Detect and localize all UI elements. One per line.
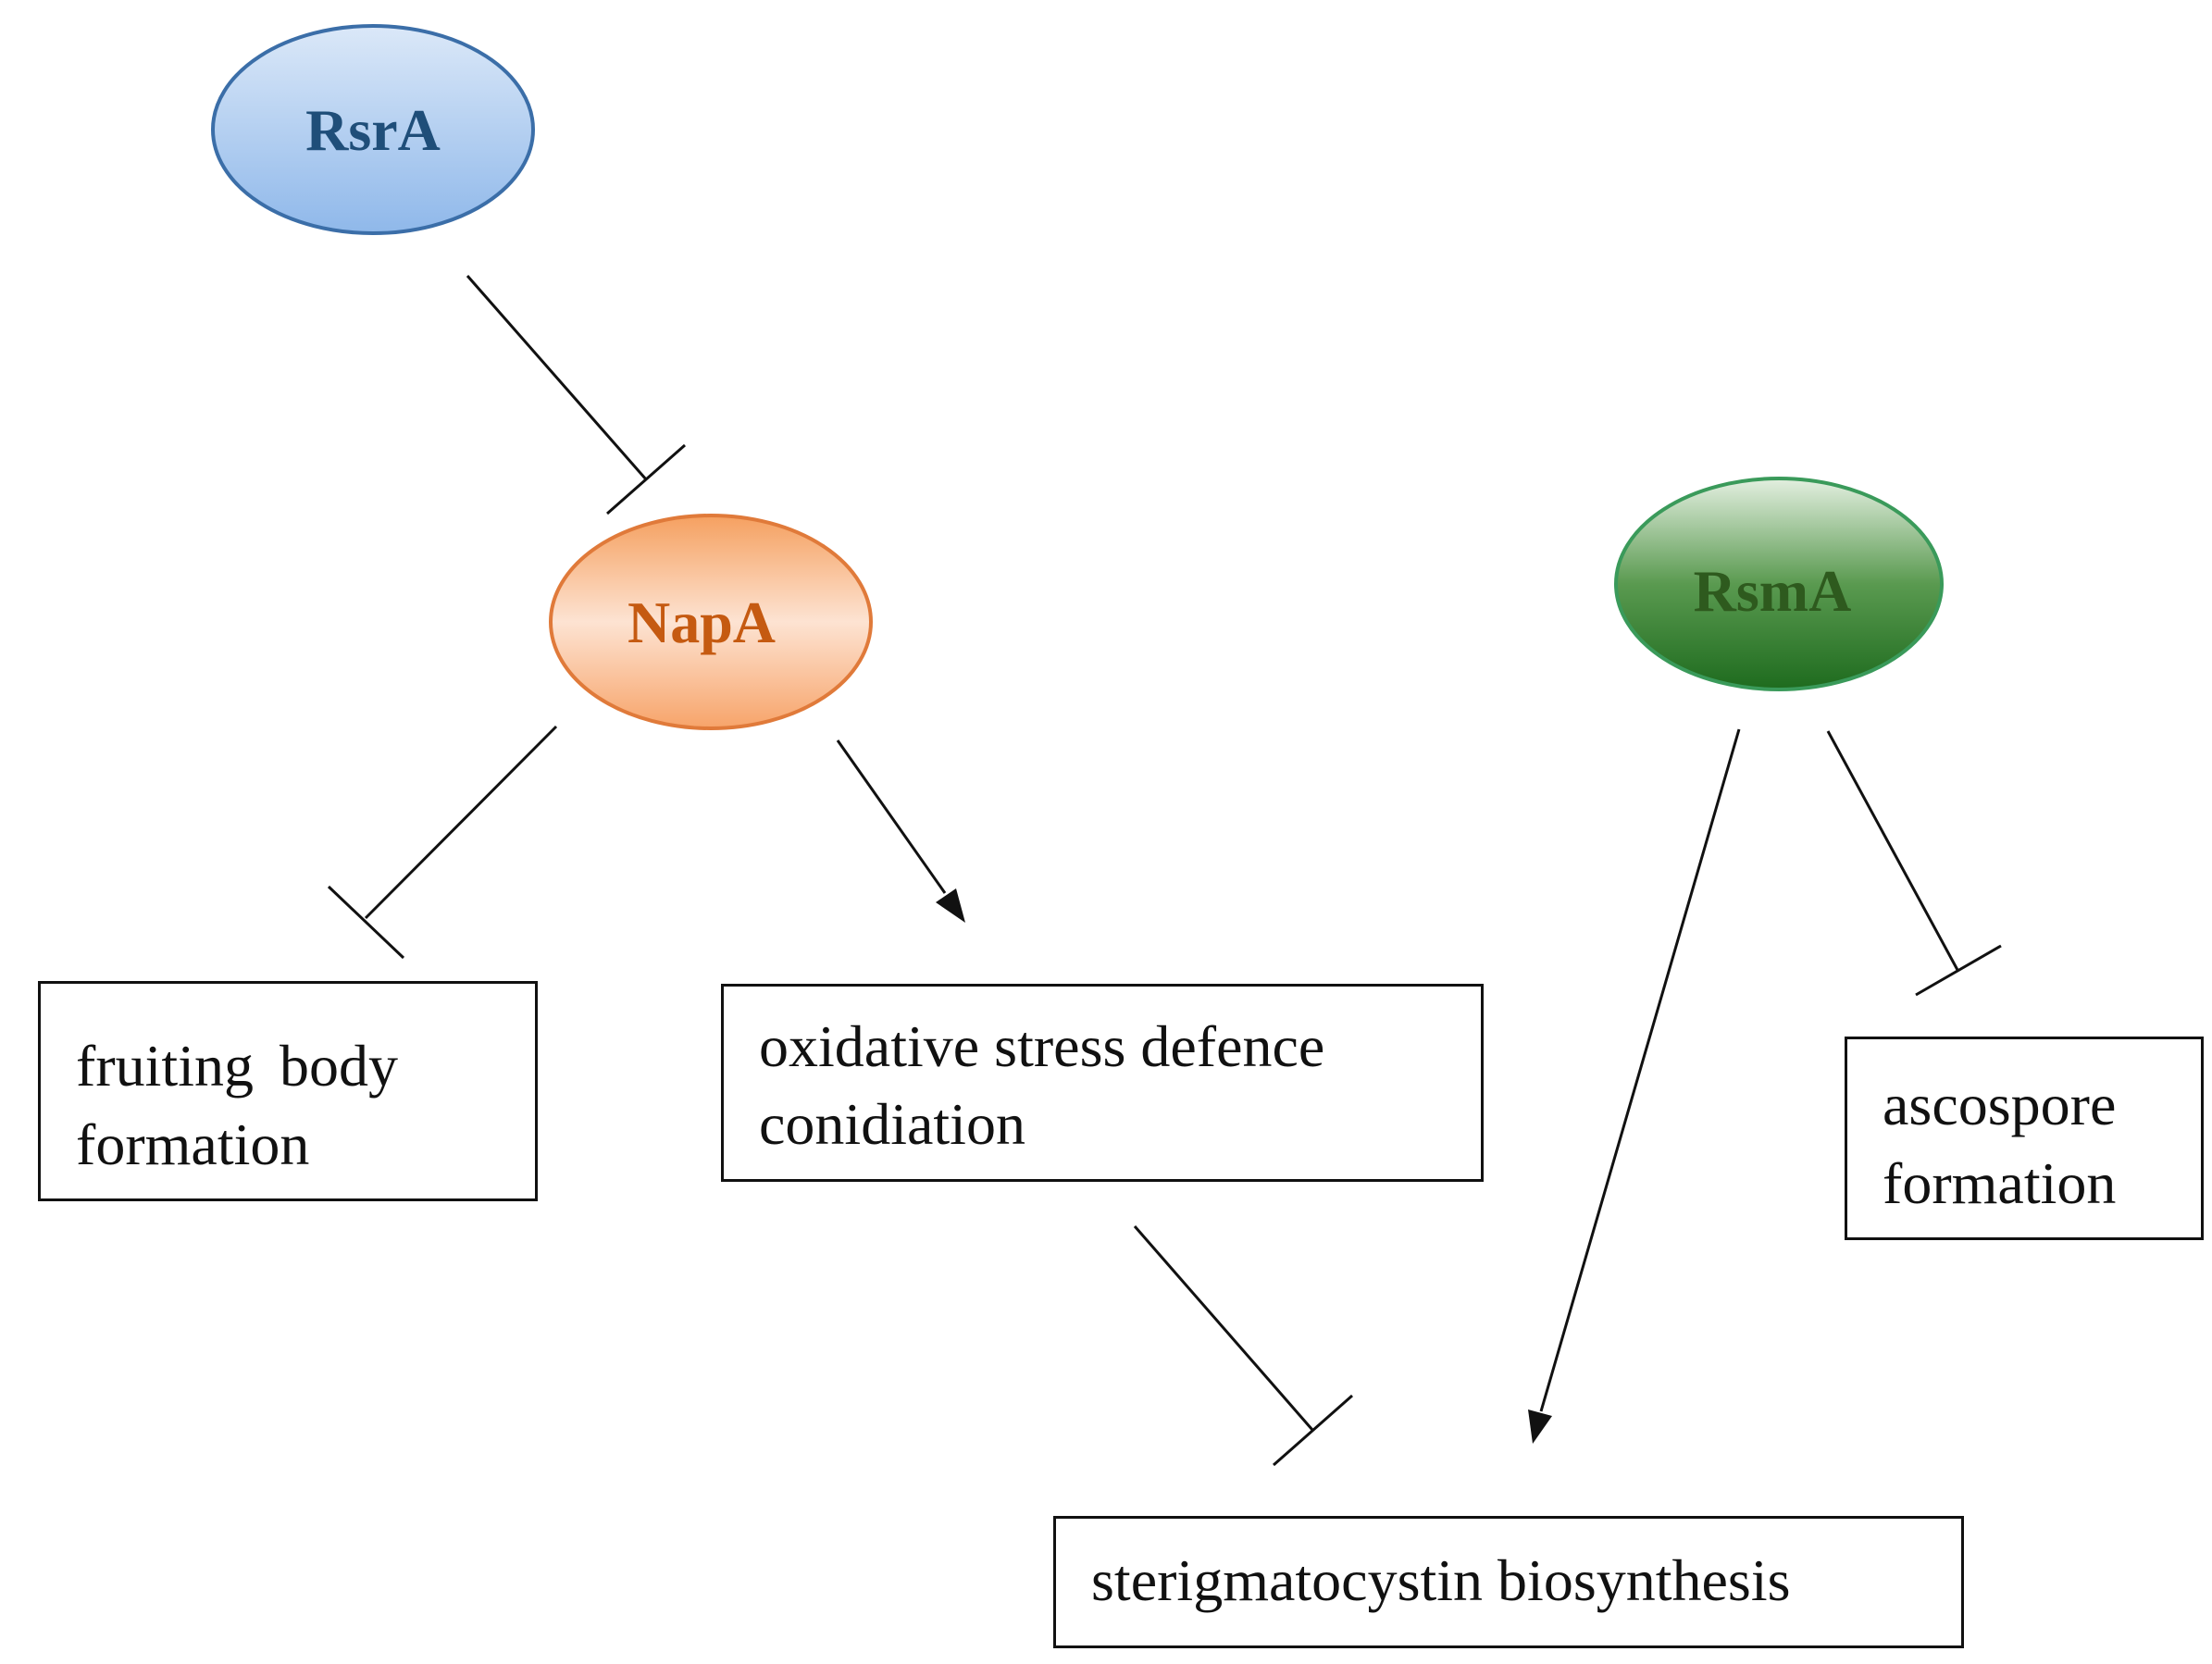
node-rsma-label: RsmA — [1694, 558, 1852, 624]
edge-oxidative-inhibits-sterigmatocystin — [1133, 1225, 1353, 1467]
edge-rsra-inhibits-napa — [466, 275, 686, 515]
edge-line — [836, 739, 947, 894]
box-oxidative-line2: conidiation — [759, 1091, 1025, 1157]
inhibition-bar — [1273, 1394, 1353, 1467]
node-napa-ellipse — [549, 514, 873, 730]
edge-line — [1826, 730, 1959, 971]
node-rsra-ellipse — [211, 24, 535, 235]
edge-napa-inhibits-fruiting — [327, 725, 558, 960]
box-oxidative-stress-conidiation: oxidative stress defence conidiation — [721, 984, 1484, 1182]
node-rsra-label: RsrA — [305, 97, 441, 163]
box-sterigmatocystin-biosynthesis: sterigmatocystin biosynthesis — [1053, 1516, 1964, 1648]
node-napa: NapA — [549, 514, 873, 730]
arrow-head — [936, 888, 965, 923]
edge-line — [466, 275, 648, 480]
box-oxidative-line1: oxidative stress defence — [759, 1013, 1325, 1079]
arrow-head — [1528, 1409, 1552, 1444]
edge-rsma-inhibits-ascospore — [1826, 730, 2002, 997]
box-sterigmatocystin-line1: sterigmatocystin biosynthesis — [1091, 1547, 1791, 1613]
box-ascospore-line2: formation — [1883, 1150, 2117, 1216]
node-napa-label: NapA — [628, 590, 776, 655]
box-ascospore-line1: ascospore — [1883, 1072, 2117, 1137]
edge-napa-activates-oxidative — [836, 739, 965, 923]
box-fruiting-line2: formation — [76, 1111, 310, 1177]
box-ascospore-formation: ascospore formation — [1845, 1037, 2204, 1240]
edge-line — [364, 725, 558, 920]
node-rsma: RsmA — [1614, 477, 1944, 691]
box-fruiting-body-formation: fruiting body formation — [38, 981, 538, 1201]
edge-line — [1539, 728, 1741, 1412]
inhibition-bar — [1915, 944, 2002, 997]
edge-rsma-activates-sterigmatocystin — [1528, 728, 1741, 1444]
box-fruiting-line1: fruiting body — [76, 1033, 398, 1099]
edge-line — [1133, 1225, 1314, 1431]
inhibition-bar — [327, 885, 405, 960]
node-rsra: RsrA — [211, 24, 535, 235]
inhibition-bar — [606, 443, 686, 515]
node-rsma-ellipse — [1614, 477, 1944, 691]
